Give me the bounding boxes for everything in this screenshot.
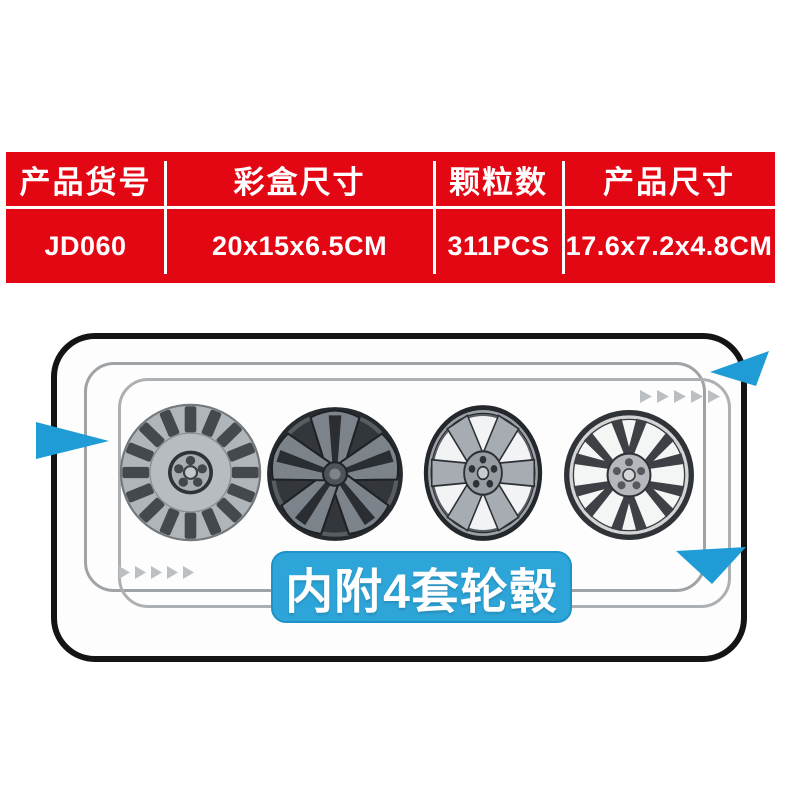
spec-header-box-size: 彩盒尺寸 [233, 164, 366, 200]
spec-value-product-size: 17.6x7.2x4.8CM [565, 230, 773, 261]
spec-table-column-divider [164, 161, 167, 274]
six-spoke-wheel-icon [423, 405, 543, 541]
spec-value-piece-count: 311PCS [447, 230, 550, 261]
y-spoke-mesh-wheel-icon [564, 410, 694, 540]
spec-table: 产品货号 彩盒尺寸 颗粒数 产品尺寸 JD060 20x15x6.5CM 311… [6, 152, 775, 283]
spec-header-product-code: 产品货号 [19, 164, 152, 200]
spec-header-product-size: 产品尺寸 [603, 164, 735, 200]
spec-value-box-size: 20x15x6.5CM [211, 230, 388, 261]
spec-table-value-row: JD060 20x15x6.5CM 311PCS 17.6x7.2x4.8CM [6, 209, 775, 283]
spec-value-product-code: JD060 [44, 230, 127, 261]
turbine-fan-wheel-icon [119, 403, 262, 542]
five-split-spoke-wheel-icon [267, 407, 403, 541]
spec-table-column-divider [433, 161, 436, 274]
spec-table-row-divider [6, 206, 775, 209]
spec-table-header-row: 产品货号 彩盒尺寸 颗粒数 产品尺寸 [6, 152, 775, 206]
badge-four-wheel-sets: 内附4套轮毂 [271, 551, 572, 623]
spec-header-piece-count: 颗粒数 [449, 164, 548, 200]
spec-table-column-divider [562, 161, 565, 274]
